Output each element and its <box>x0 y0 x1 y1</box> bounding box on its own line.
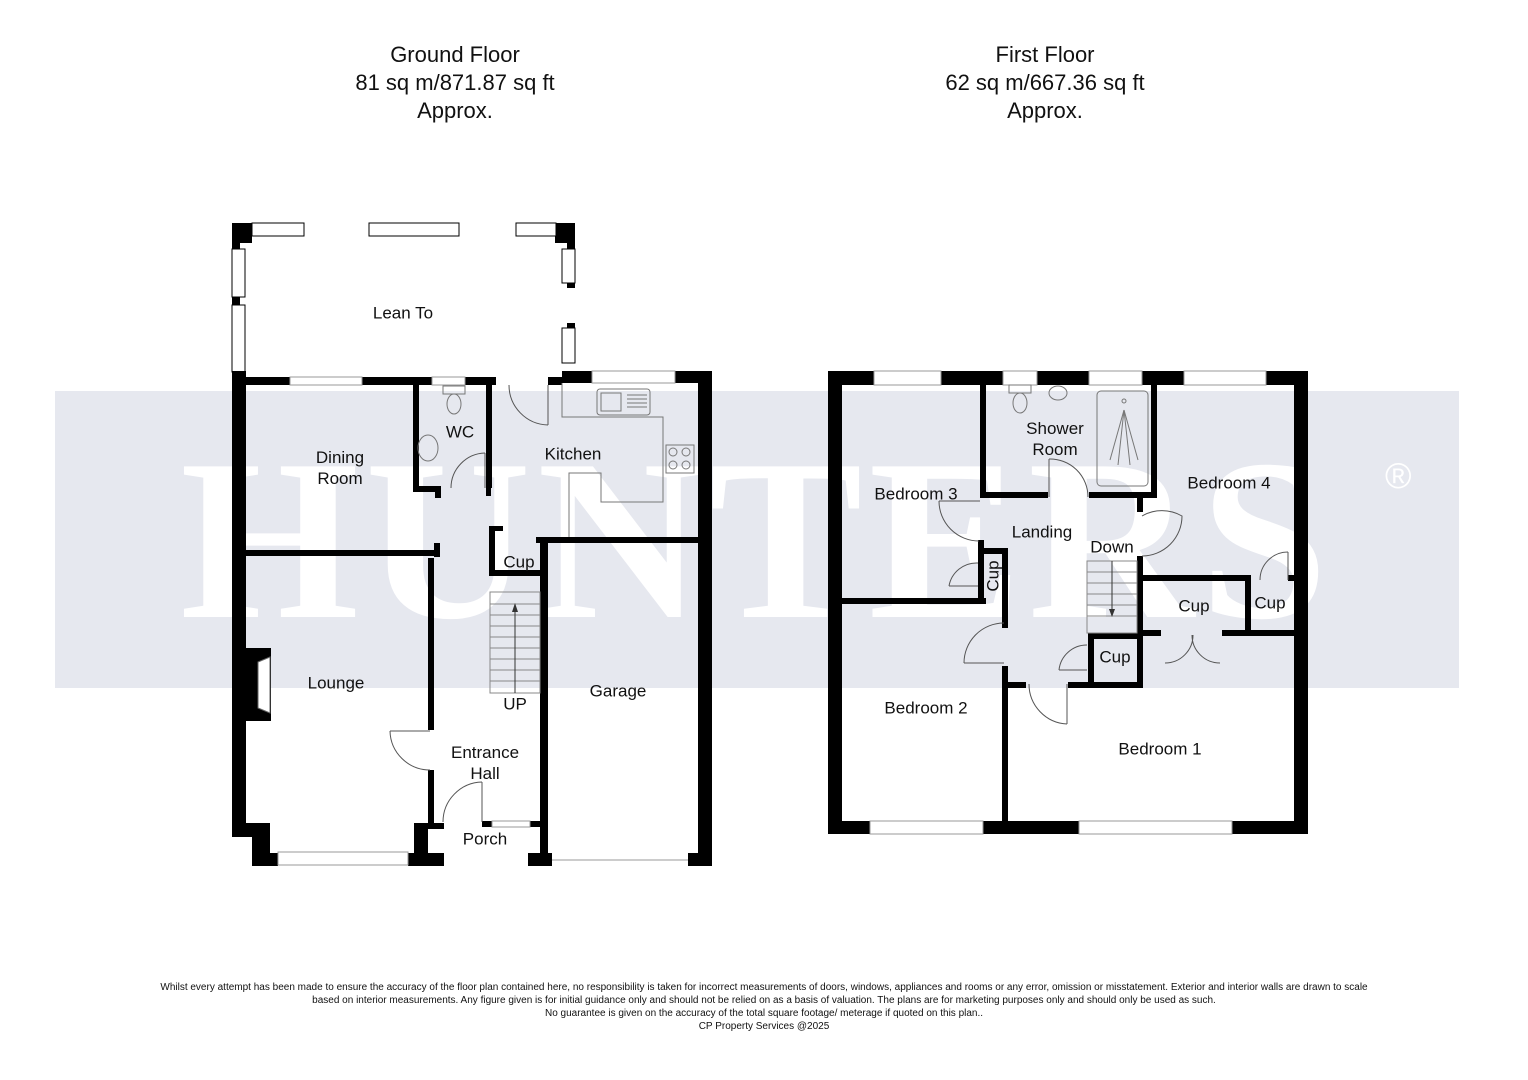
disclaimer-line-3: No guarantee is given on the accuracy of… <box>544 1008 984 1019</box>
first-floor-approx: Approx. <box>1007 98 1083 123</box>
shower-room-line2: Room <box>1032 440 1078 459</box>
ground-floor-area: 81 sq m/871.87 sq ft <box>355 70 555 95</box>
ground-floor-plan <box>231 222 712 866</box>
room-label-bedroom-2: Bedroom 2 <box>884 698 968 718</box>
first-floor-plan <box>828 370 1308 835</box>
stairs-down-label: Down <box>1090 537 1134 557</box>
room-label-porch: Porch <box>462 829 508 849</box>
room-label-shower-room: Shower Room <box>1026 418 1084 460</box>
entrance-hall-line2: Hall <box>470 764 500 783</box>
first-floor-title: First Floor <box>995 42 1095 67</box>
disclaimer-line-2: based on interior measurements. Any figu… <box>312 995 1216 1006</box>
room-label-cupboard-landing: Cup <box>1099 647 1131 667</box>
ground-floor-title: Ground Floor <box>390 42 520 67</box>
shower-room-line1: Shower <box>1026 419 1084 438</box>
fireplace <box>257 656 271 714</box>
disclaimer: Whilst every attempt has been made to en… <box>0 981 1528 1033</box>
lean-to-windows <box>231 222 576 373</box>
room-label-entrance-hall: Entrance Hall <box>451 742 519 784</box>
first-floor-interior-walls <box>842 383 1294 826</box>
room-label-kitchen: Kitchen <box>544 444 602 464</box>
ground-floor-approx: Approx. <box>417 98 493 123</box>
registered-mark-icon: ® <box>1385 455 1412 496</box>
room-label-bedroom-3: Bedroom 3 <box>874 484 958 504</box>
first-floor-area: 62 sq m/667.36 sq ft <box>945 70 1145 95</box>
room-label-cupboard-bedroom-3: Cup <box>983 560 1003 592</box>
lean-to-frame <box>232 223 575 328</box>
wc-fixtures <box>417 385 466 462</box>
room-label-landing: Landing <box>1011 522 1073 542</box>
entrance-hall-line1: Entrance <box>450 743 520 762</box>
room-label-cupboard-mid: Cup <box>1178 596 1210 616</box>
ground-floor-header: Ground Floor 81 sq m/871.87 sq ft Approx… <box>300 41 610 125</box>
ground-floor-outer-walls <box>232 371 712 866</box>
disclaimer-line-4: CP Property Services @2025 <box>698 1021 830 1032</box>
room-label-cupboard: Cup <box>503 552 535 572</box>
room-label-bedroom-1: Bedroom 1 <box>1118 739 1202 759</box>
room-label-lounge: Lounge <box>307 673 365 693</box>
dining-room-line2: Room <box>317 469 363 488</box>
room-label-bedroom-4: Bedroom 4 <box>1187 473 1271 493</box>
kitchen-units <box>561 383 695 537</box>
ground-floor-door-swings <box>389 384 549 823</box>
dining-room-line1: Dining <box>315 448 365 467</box>
room-label-lean-to: Lean To <box>372 303 434 323</box>
room-label-dining-room: Dining Room <box>316 447 364 489</box>
first-floor-stairs <box>1086 560 1138 634</box>
ground-floor-stairs <box>489 591 541 694</box>
disclaimer-line-1: Whilst every attempt has been made to en… <box>160 982 1368 993</box>
stairs-up-label: UP <box>503 694 527 714</box>
ground-floor-windows <box>277 370 676 866</box>
room-label-garage: Garage <box>589 681 647 701</box>
room-label-wc: WC <box>445 422 475 442</box>
shower-room-fixtures <box>1008 384 1149 487</box>
first-floor-header: First Floor 62 sq m/667.36 sq ft Approx. <box>890 41 1200 125</box>
first-floor-door-swings <box>938 458 1289 725</box>
first-floor-windows <box>869 370 1267 835</box>
ground-floor-interior-walls <box>246 383 542 829</box>
room-label-cupboard-right: Cup <box>1254 593 1286 613</box>
